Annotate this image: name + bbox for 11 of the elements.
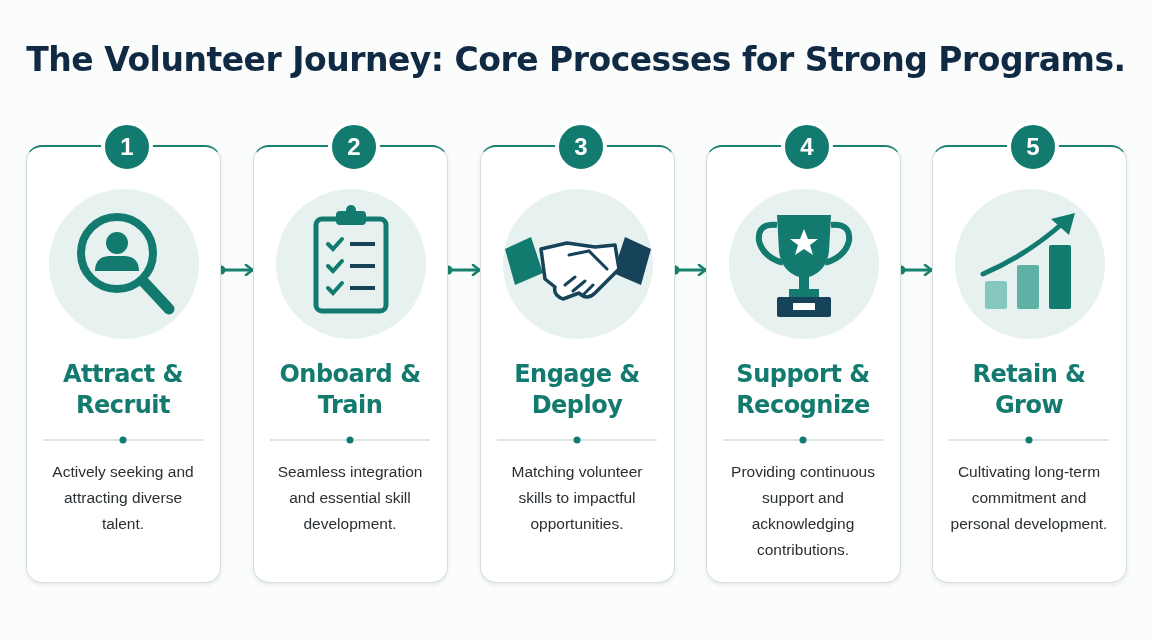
step-heading: Support & Recognize bbox=[735, 359, 871, 421]
step-description: Providing continuous support and acknowledging contributions. bbox=[730, 462, 876, 560]
step-heading: Onboard & Train bbox=[278, 359, 422, 421]
step-heading: Retain & Grow bbox=[971, 359, 1087, 421]
step-description: Cultivating long-term commitment and personal development. bbox=[949, 462, 1109, 534]
step-description: Matching volunteer skills to impactful opportunities. bbox=[510, 462, 644, 534]
step-description: Actively seeking and attracting diverse talent. bbox=[51, 462, 195, 534]
step-heading: Attract & Recruit bbox=[61, 359, 184, 421]
title: The Volunteer Journey: Core Processes for Strong Programs. bbox=[26, 40, 1126, 79]
step-description: Seamless integration and essential skill development. bbox=[276, 462, 424, 534]
step-heading: Engage & Deploy bbox=[513, 359, 641, 421]
